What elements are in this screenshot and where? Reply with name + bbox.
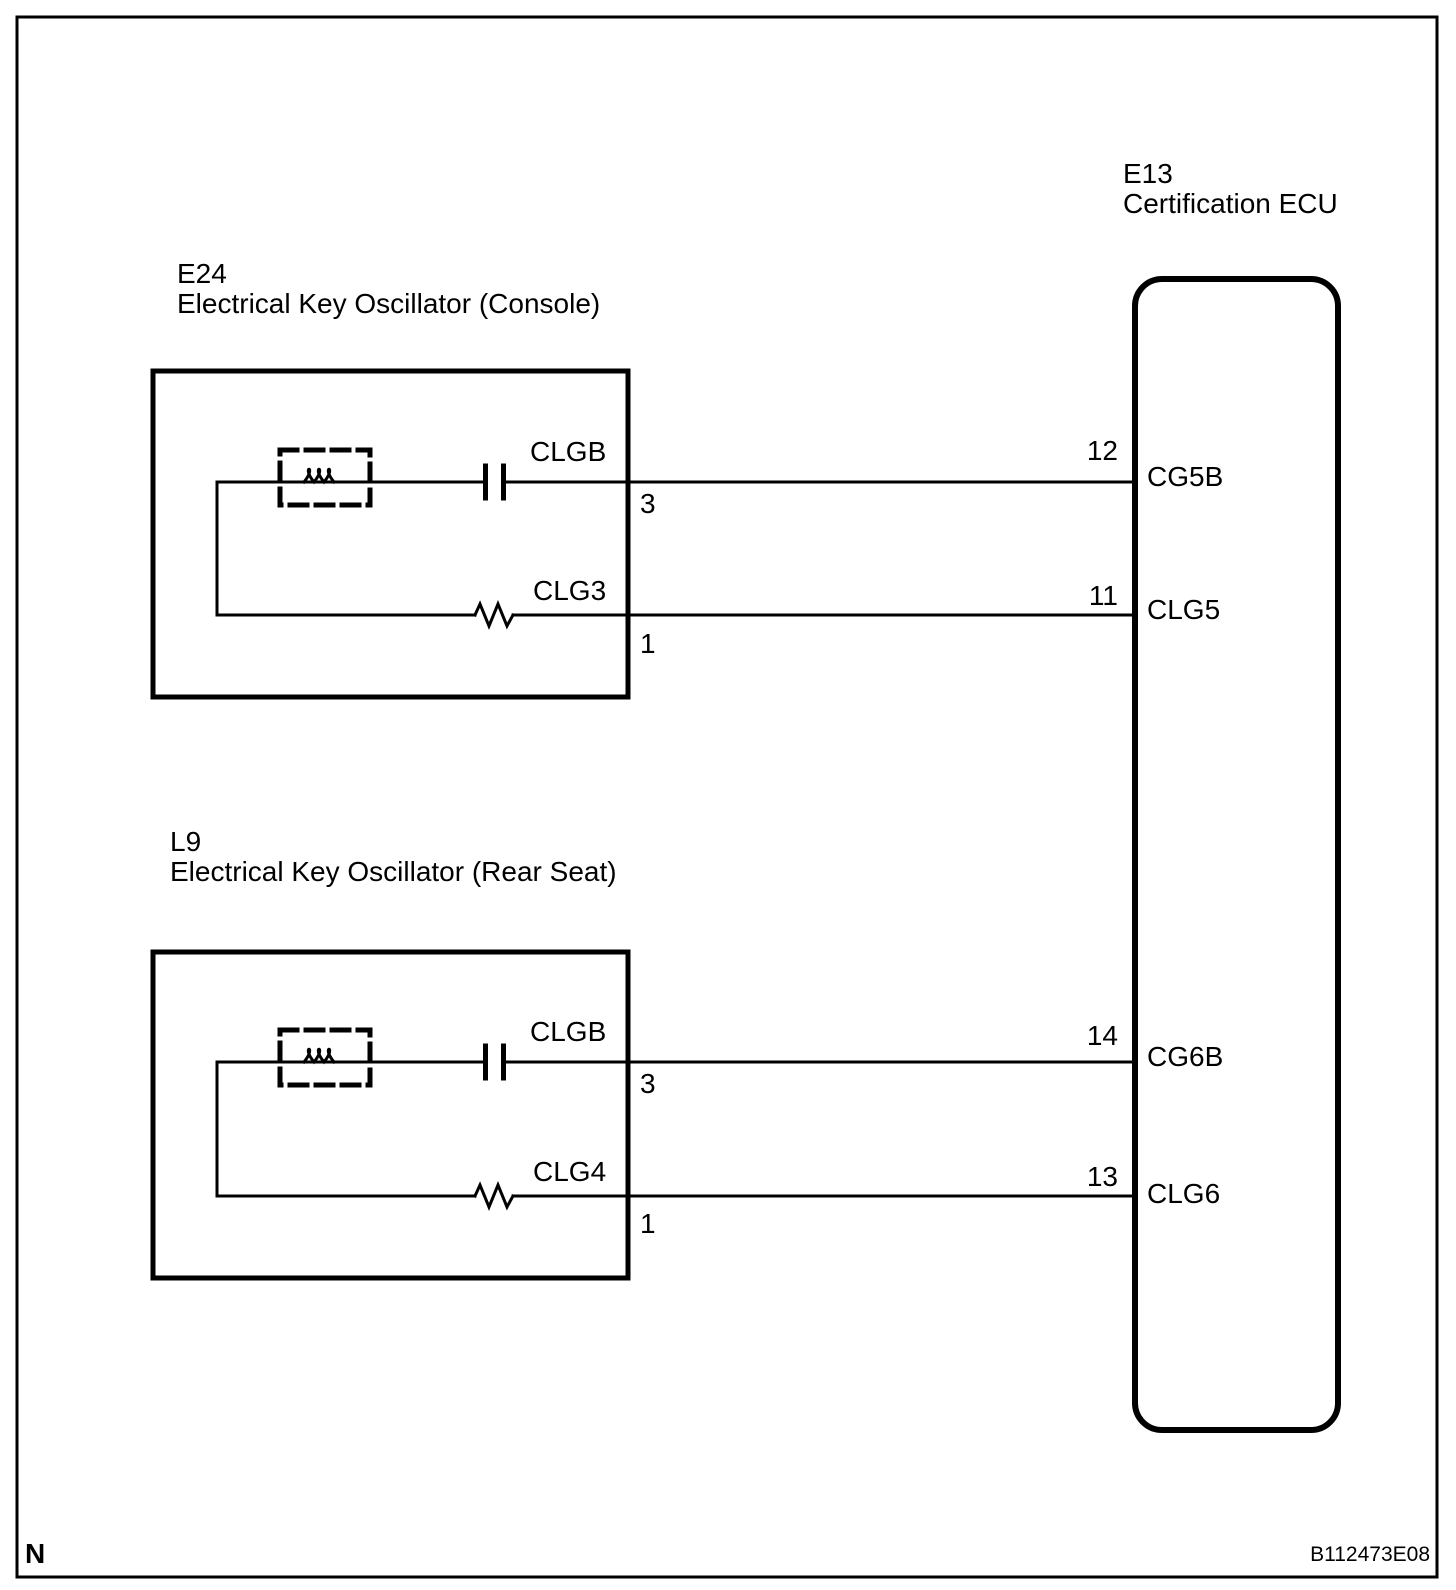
wire-label-clgb-1: CLGB — [530, 436, 607, 467]
component-name-e24: Electrical Key Oscillator (Console) — [177, 288, 601, 319]
ecu-pin-12: 12 — [1086, 435, 1118, 466]
ecu-pin-14: 14 — [1086, 1020, 1118, 1051]
oscillator-pin-1-console: 1 — [640, 628, 656, 659]
inductor-coil-icon-1 — [301, 467, 337, 485]
ecu-pin-11: 11 — [1088, 580, 1118, 611]
inductor-coil-icon-2 — [301, 1047, 337, 1065]
ecu-pin-13: 13 — [1086, 1161, 1118, 1192]
resistor-icon-1 — [473, 600, 516, 630]
wire-label-clg3: CLG3 — [533, 575, 607, 606]
oscillator-pin-1-rear: 1 — [640, 1208, 656, 1239]
wire-label-clgb-2: CLGB — [530, 1016, 607, 1047]
ecu-box — [1132, 276, 1341, 1433]
ecu-terminal-cg5b: CG5B — [1147, 461, 1224, 492]
outer-border — [15, 15, 1439, 1579]
ecu-terminal-cg6b: CG6B — [1147, 1041, 1224, 1072]
resistor-icon-2 — [473, 1181, 516, 1211]
capacitor-icon-1 — [483, 463, 506, 501]
rear-oscillator-title: L9 Electrical Key Oscillator (Rear Seat) — [170, 827, 617, 887]
component-code-l9: L9 — [170, 826, 202, 857]
oscillator-pin-3-console: 3 — [640, 488, 656, 519]
oscillator-pin-3-rear: 3 — [640, 1068, 656, 1099]
component-code-e24: E24 — [177, 258, 227, 289]
component-code-e13: E13 — [1123, 158, 1173, 189]
oscillator-rear-box — [150, 949, 631, 1281]
ecu-terminal-clg5: CLG5 — [1147, 594, 1221, 625]
capacitor-icon-2 — [483, 1043, 506, 1081]
wire-label-clg4: CLG4 — [533, 1156, 607, 1187]
footer-page-marker: N — [25, 1538, 46, 1569]
ecu-terminal-clg6: CLG6 — [1147, 1178, 1221, 1209]
oscillator-console-box — [150, 368, 631, 700]
component-name-e13: Certification ECU — [1123, 188, 1338, 219]
ecu-title: E13 Certification ECU — [1123, 159, 1338, 219]
figure-code: B112473E08 — [1310, 1543, 1430, 1566]
inductor-dashed-box-2 — [277, 1027, 373, 1088]
inductor-dashed-box-1 — [277, 447, 373, 508]
component-name-l9: Electrical Key Oscillator (Rear Seat) — [170, 856, 617, 887]
console-oscillator-title: E24 Electrical Key Oscillator (Console) — [177, 259, 600, 319]
